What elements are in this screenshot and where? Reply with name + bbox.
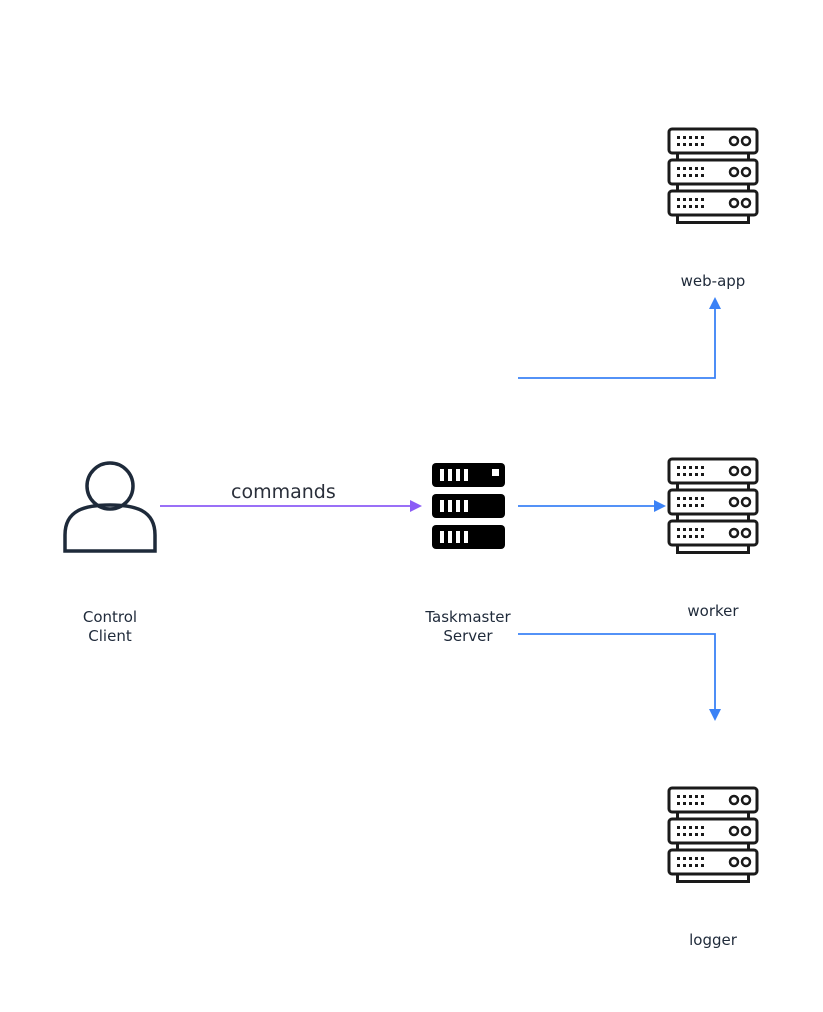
edge-label-commands: commands bbox=[231, 481, 336, 503]
node-label-worker: worker bbox=[687, 602, 739, 620]
server-icon bbox=[432, 463, 505, 549]
node-label-taskmaster-line1: Taskmaster bbox=[425, 608, 511, 626]
node-label-taskmaster-line2: Server bbox=[443, 627, 493, 645]
edge-to-webapp bbox=[518, 297, 721, 379]
person-icon bbox=[63, 461, 157, 553]
node-label-client-line2: Client bbox=[88, 627, 132, 645]
node-label-taskmaster: Taskmaster Server bbox=[408, 608, 528, 646]
node-label-logger: logger bbox=[689, 931, 737, 949]
server-rack-icon-worker bbox=[669, 459, 757, 554]
server-rack-icon-logger bbox=[669, 788, 757, 883]
node-label-client-line1: Control bbox=[82, 608, 138, 626]
edge-to-logger bbox=[518, 633, 721, 721]
node-label-webapp: web-app bbox=[680, 272, 746, 290]
server-rack-icon-webapp bbox=[669, 129, 757, 224]
node-label-client: Control Client bbox=[60, 608, 160, 646]
